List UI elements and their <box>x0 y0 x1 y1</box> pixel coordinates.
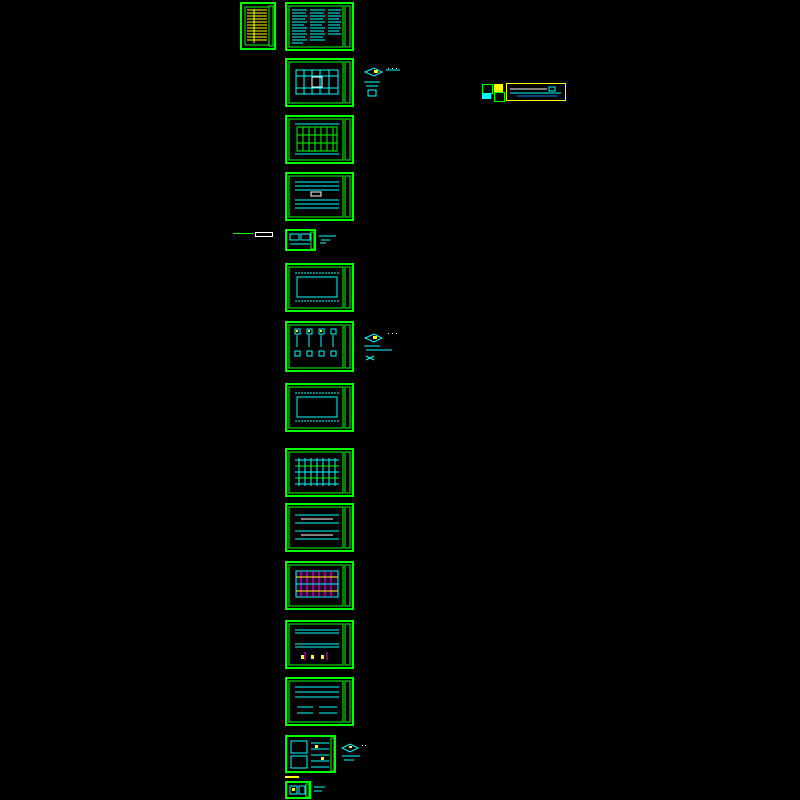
title-strip[interactable] <box>506 83 566 101</box>
side-detail-5 <box>314 786 325 792</box>
legend-block-4[interactable] <box>494 92 505 102</box>
plan-6-graphic <box>288 451 351 494</box>
section-1-graphic <box>288 623 351 666</box>
plan-4-graphic <box>288 266 351 309</box>
side-detail-3 <box>363 333 397 361</box>
legend-block-3[interactable] <box>482 93 491 99</box>
side-detail-4 <box>340 743 366 761</box>
sheet-plan-3[interactable] <box>285 172 354 221</box>
sheet-detail-small[interactable] <box>285 229 316 251</box>
index-table-graphic <box>244 5 274 47</box>
plan-8-graphic <box>288 564 351 607</box>
sheet-plan-2[interactable] <box>285 115 354 164</box>
sheet-plan-4[interactable] <box>285 263 354 312</box>
leader-line <box>233 233 253 234</box>
sheet-plan-6[interactable] <box>285 448 354 497</box>
small-yellow-label <box>285 776 299 778</box>
sheet-section-2[interactable] <box>285 677 354 726</box>
sheet-section-1[interactable] <box>285 620 354 669</box>
sheet-columns[interactable] <box>285 321 354 372</box>
plan-1-graphic <box>288 61 351 104</box>
plan-3-graphic <box>288 175 351 218</box>
sheet-details-1[interactable] <box>285 735 336 773</box>
section-2-graphic <box>288 680 351 723</box>
sheet-plan-5[interactable] <box>285 383 354 432</box>
sheet-plan-7[interactable] <box>285 503 354 552</box>
details-1-graphic <box>290 737 335 772</box>
legend-block-2[interactable] <box>494 84 503 92</box>
sheet-general-notes[interactable] <box>285 2 354 51</box>
sheet-plan-1[interactable] <box>285 58 354 107</box>
sheet-details-2[interactable] <box>285 781 311 799</box>
sheet-plan-8[interactable] <box>285 561 354 610</box>
plan-5-graphic <box>288 386 351 429</box>
sheet-cover-index[interactable] <box>240 2 276 50</box>
notes-text-graphic <box>288 5 351 48</box>
plan-2-graphic <box>288 118 351 161</box>
details-2-graphic <box>289 783 310 798</box>
plan-7-graphic <box>288 506 351 549</box>
title-strip-graphic <box>510 86 561 97</box>
detail-small-graphic <box>289 231 315 250</box>
side-detail-1 <box>363 67 400 97</box>
side-detail-2 <box>319 235 336 244</box>
columns-graphic <box>288 324 351 369</box>
small-label-box[interactable] <box>255 232 273 237</box>
